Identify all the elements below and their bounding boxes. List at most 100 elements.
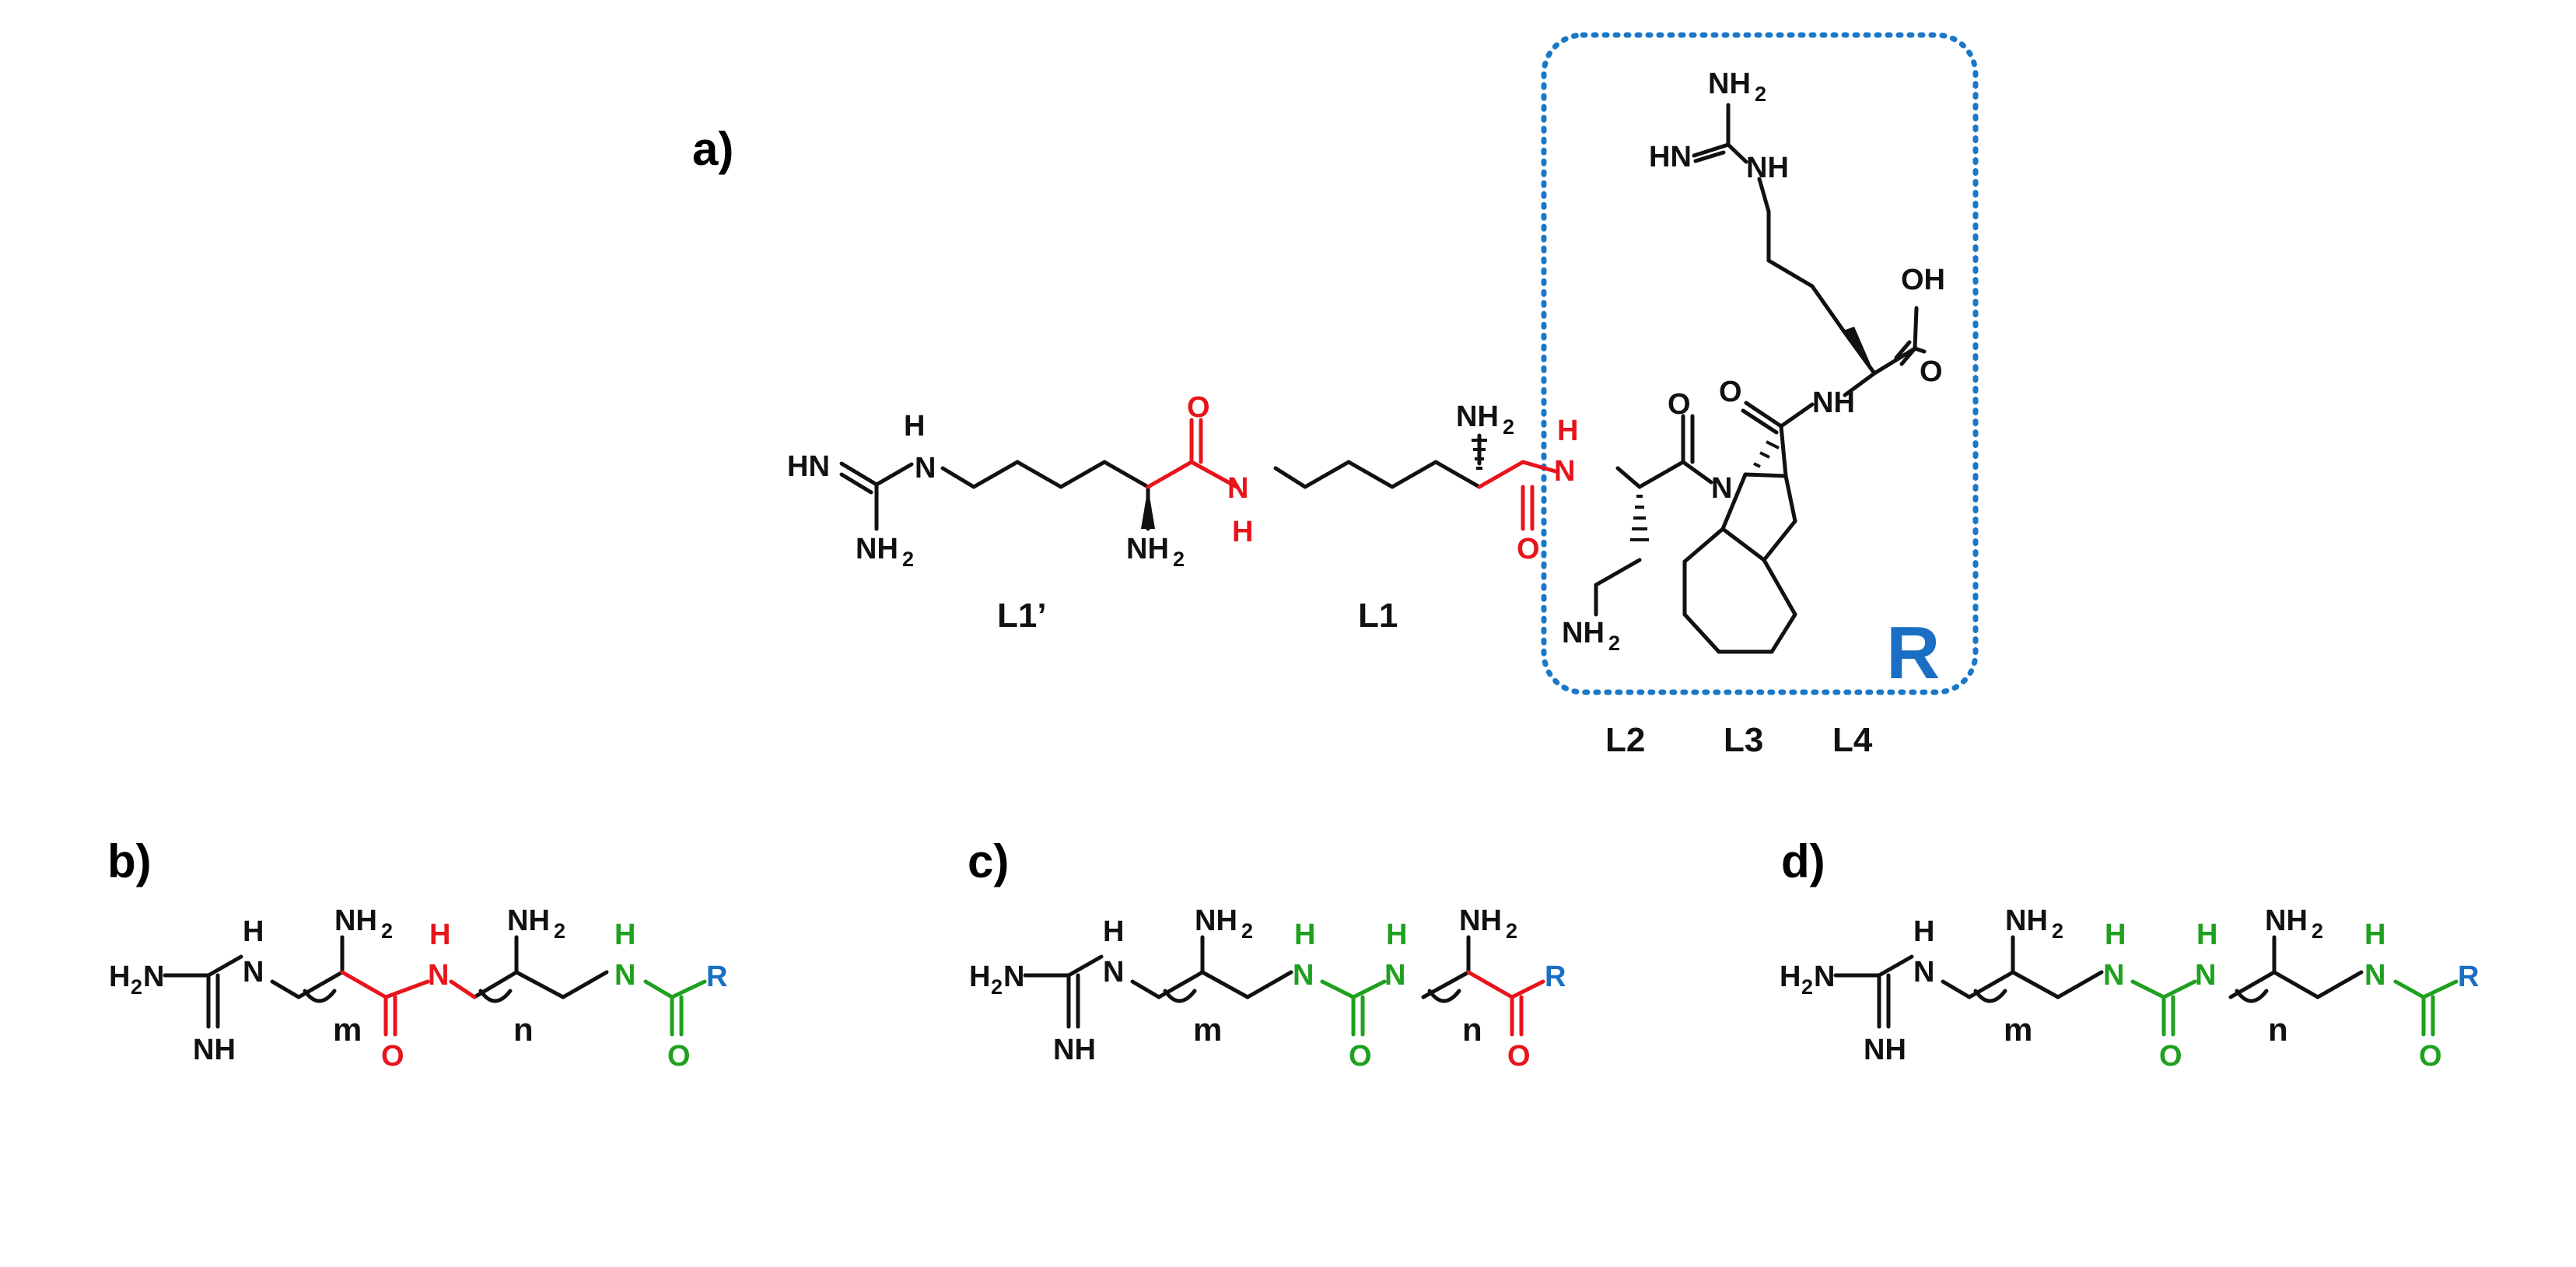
c-h-green2: H	[1386, 919, 1407, 951]
atom-o-acid: O	[1920, 355, 1943, 388]
panel-c: c) H 2	[968, 835, 1566, 1073]
b-n-green: N	[614, 959, 635, 992]
panel-c-black-bonds	[1023, 935, 1471, 1029]
panel-b-atoms: H 2 N H N NH NH 2 m O H N n NH 2 H N O R	[109, 905, 727, 1073]
panel-b-label: b)	[107, 835, 152, 887]
atom-sub2-a1: 2	[902, 548, 914, 571]
c-index-m: m	[1193, 1011, 1222, 1048]
panel-b-black-bonds	[163, 935, 609, 1029]
panel-c-atoms: H 2 N H N NH NH 2 m H N O H N n NH 2 O R	[969, 905, 1566, 1073]
d-n-green2: N	[2195, 959, 2216, 992]
b-index-n: n	[513, 1011, 534, 1048]
atom-h-amide2: H	[1557, 415, 1578, 447]
d-n-green3: N	[2364, 959, 2385, 992]
residue-labels: L1’ L1 L2 L3 L4	[997, 597, 1873, 759]
panel-c-green-bonds	[1320, 979, 1387, 1037]
c-nh-guan: NH	[1053, 1034, 1096, 1066]
atom-o-l2: O	[1668, 388, 1691, 421]
d-nh2-2: NH	[2265, 905, 2308, 937]
d-sub2-b: 2	[2052, 919, 2063, 943]
c-h2n: H	[969, 961, 990, 993]
atom-hn-left: HN	[787, 450, 830, 483]
d-h-green2: H	[2196, 919, 2217, 951]
atom-sub2-a3: 2	[1503, 415, 1514, 439]
r-group-box	[1541, 32, 1979, 695]
c-nh2-2: NH	[1459, 905, 1502, 937]
b-sub2-a: 2	[131, 975, 142, 999]
panel-d-label: d)	[1781, 835, 1825, 887]
atom-n-amide1: N	[1227, 472, 1248, 505]
amide-bonds-red	[1146, 418, 1558, 531]
panel-b-green-bonds	[643, 979, 707, 1037]
b-index-m: m	[333, 1011, 362, 1048]
atom-o-amide2: O	[1517, 533, 1540, 565]
d-index-n: n	[2268, 1011, 2288, 1048]
label-l2: L2	[1605, 721, 1645, 759]
panel-d-atoms: H 2 N H N NH NH 2 m H N O H N n NH 2 H N…	[1780, 905, 2479, 1073]
hash-bond-l3	[1753, 440, 1780, 468]
d-sub2-c: 2	[2312, 919, 2323, 943]
c-o-green: O	[1349, 1040, 1372, 1073]
d-sub2-a: 2	[1801, 975, 1813, 999]
c-r-group: R	[1545, 961, 1566, 993]
d-n-guan: N	[1913, 956, 1934, 989]
atom-sub2-a5: 2	[1755, 82, 1766, 106]
atom-n-l3: N	[1711, 472, 1732, 505]
c-nh2-1: NH	[1195, 905, 1237, 937]
d-n-green1: N	[2103, 959, 2124, 992]
r-group-label: R	[1886, 611, 1940, 695]
b-nh2-1: NH	[334, 905, 377, 937]
c-n-guan: N	[1103, 956, 1124, 989]
atom-hn-top: HN	[1649, 141, 1692, 173]
b-o-green: O	[667, 1040, 691, 1073]
atom-nh-l1-alpha: NH	[1456, 401, 1499, 433]
c-sub2-c: 2	[1506, 919, 1517, 943]
d-h-green1: H	[2105, 919, 2126, 951]
panel-a-label: a)	[692, 123, 733, 175]
panel-c-red-bonds	[1466, 970, 1545, 1037]
c-index-n: n	[1462, 1011, 1482, 1048]
b-sub2-c: 2	[554, 919, 565, 943]
label-l4: L4	[1832, 721, 1873, 759]
b-h-guan: H	[243, 915, 264, 948]
c-n-green2: N	[1384, 959, 1405, 992]
panel-b: b) H	[107, 835, 727, 1073]
panel-d-green-bonds	[2130, 979, 2459, 1037]
c-n-green1: N	[1293, 959, 1314, 992]
d-o-green2: O	[2419, 1040, 2442, 1073]
b-n-guan: N	[243, 956, 264, 989]
d-h2n-n: N	[1814, 961, 1835, 993]
c-sub2-b: 2	[1241, 919, 1253, 943]
c-o-red: O	[1507, 1040, 1531, 1073]
d-h-guan: H	[1913, 915, 1934, 948]
b-h-red: H	[429, 919, 450, 951]
b-h-green: H	[614, 919, 635, 951]
panel-b-red-bonds	[340, 970, 477, 1037]
atom-o-amide1: O	[1187, 391, 1210, 424]
d-nh-guan: NH	[1864, 1034, 1906, 1066]
b-sub2-b: 2	[381, 919, 393, 943]
wedge-bond-l4	[1843, 327, 1874, 373]
label-l1-prime: L1’	[997, 597, 1047, 635]
hash-bond-l1	[1472, 439, 1487, 470]
b-h2n: H	[109, 961, 130, 993]
panel-a: a) R	[692, 32, 1979, 759]
label-l3: L3	[1724, 721, 1763, 759]
atom-h-l1p: H	[904, 410, 925, 443]
atom-nh-l4: NH	[1812, 387, 1855, 419]
atom-oh-acid: OH	[1901, 264, 1945, 296]
b-r-group: R	[706, 961, 727, 993]
hash-bond-l2	[1630, 495, 1649, 541]
panel-d-black-bonds	[1833, 935, 2364, 1029]
c-h2n-n: N	[1003, 961, 1024, 993]
atom-n-amide2: N	[1554, 455, 1575, 488]
atom-nh-l1p-bottom: NH	[856, 533, 898, 565]
b-n-red: N	[428, 959, 449, 992]
d-nh2-1: NH	[2005, 905, 2048, 937]
d-index-m: m	[2004, 1011, 2032, 1048]
atom-o-l3: O	[1719, 376, 1742, 408]
panel-c-label: c)	[968, 835, 1009, 887]
panel-a-atoms: HN H N NH 2 NH 2 O N H NH 2 O H N O N NH…	[787, 68, 1945, 655]
atom-sub2-a4: 2	[1608, 632, 1620, 655]
